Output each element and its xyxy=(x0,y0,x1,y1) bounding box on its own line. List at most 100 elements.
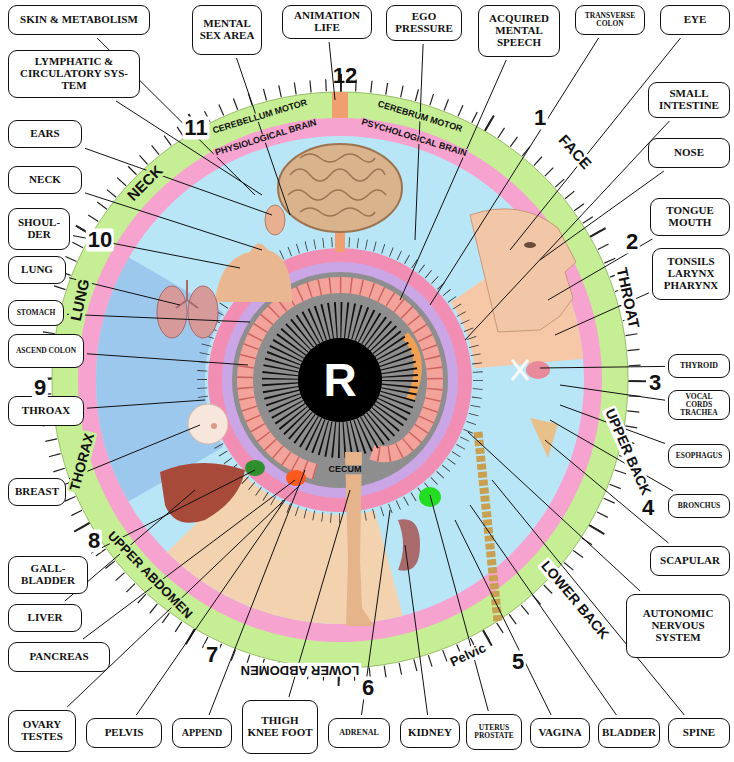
organ-name: UTERUS PROSTATE xyxy=(471,724,517,740)
nipple xyxy=(211,423,217,429)
organ-name: SPINE xyxy=(683,727,715,739)
kidney xyxy=(398,519,420,570)
organ-label-box: EYE xyxy=(660,5,730,35)
callout-number: 11 xyxy=(182,116,209,139)
callout-number: 5 xyxy=(510,650,526,673)
liver xyxy=(160,463,245,523)
callout-number: 6 xyxy=(360,676,376,699)
organ-label-box: SMALL INTESTINE xyxy=(648,82,730,118)
tick-ring xyxy=(45,85,635,675)
pancreas xyxy=(286,470,306,486)
leader-line xyxy=(400,60,506,300)
organ-label-box: THYROID xyxy=(668,354,730,378)
organ-name: EGO PRESSURE xyxy=(391,11,457,35)
spine xyxy=(478,432,498,622)
grey-zone xyxy=(232,272,448,488)
leader-line xyxy=(465,121,669,340)
organ-label-box: SHOUL-DER xyxy=(8,208,70,250)
abdomen-sector xyxy=(151,191,530,570)
organ-name: ADRENAL xyxy=(339,729,379,738)
organ-name: BREAST xyxy=(15,486,59,498)
organ-label-box: SKIN & METABOLISM xyxy=(8,5,150,35)
organ-label-box: KIDNEY xyxy=(400,718,460,748)
organ-name: ASCEND COLON xyxy=(16,347,76,355)
throat-sector xyxy=(151,191,530,570)
organ-label-box: LIVER xyxy=(8,604,82,632)
callout-number: 1 xyxy=(532,106,548,129)
zone-label: CECUM xyxy=(327,465,364,474)
organ-label-box: LUNG xyxy=(8,256,66,284)
green-ring xyxy=(52,92,628,668)
organ-name: SKIN & METABOLISM xyxy=(20,14,138,26)
leg xyxy=(345,452,374,626)
organ-label-box: LYMPHATIC & CIRCULATORY SYS-TEM xyxy=(8,50,140,98)
organ-label-box: ADRENAL xyxy=(328,718,390,748)
organ-label-box: TONSILS LARYNX PHARYNX xyxy=(652,248,730,300)
organ-name: KIDNEY xyxy=(408,727,452,739)
organ-name: SCAPULAR xyxy=(660,555,720,567)
adrenal-mark xyxy=(419,487,441,507)
organ-name: THIGH KNEE FOOT xyxy=(247,715,313,739)
organ-name: ANIMATION LIFE xyxy=(287,10,367,34)
organ-name: LUNG xyxy=(21,264,53,276)
organ-label-box: PANCREAS xyxy=(8,642,110,672)
thorax-sector xyxy=(151,191,530,570)
organ-label-box: BLADDER xyxy=(598,718,660,748)
organ-name: TRANSVERSE COLON xyxy=(580,12,640,28)
organ-name: AUTONOMIC NERVOUS SYSTEM xyxy=(631,608,725,644)
callout-number: 2 xyxy=(624,230,640,253)
organ-name: THROAX xyxy=(22,405,70,417)
pupil xyxy=(298,338,382,422)
iris-spikes xyxy=(280,320,400,440)
face-eye xyxy=(524,242,536,248)
organ-label-box: OVARY TESTES xyxy=(8,710,76,752)
organ-label-box: THROAX xyxy=(8,396,84,426)
hour-ticks xyxy=(45,85,635,675)
leader-line xyxy=(85,148,272,215)
face xyxy=(470,209,576,332)
ear xyxy=(265,205,285,235)
leader-line xyxy=(67,314,250,322)
callout-number: 9 xyxy=(32,376,48,399)
organ-name: SMALL INTESTINE xyxy=(653,88,725,112)
organ-name: ESOPHAGUS xyxy=(676,452,722,460)
leader-line xyxy=(87,354,248,365)
leader-line xyxy=(136,500,285,715)
trachea xyxy=(176,280,198,308)
organ-name: EYE xyxy=(684,14,707,26)
organ-label-box: STOMACH xyxy=(8,300,64,326)
pink-ring xyxy=(78,118,602,642)
organ-label-box: VOCAL CORDS TRACHEA xyxy=(668,390,730,420)
lung-left xyxy=(157,286,187,338)
organ-name: ACQUIRED MENTAL SPEECH xyxy=(483,13,555,49)
organ-label-box: APPEND xyxy=(172,718,232,748)
thyroid xyxy=(526,361,550,379)
organ-name: NECK xyxy=(29,174,61,186)
organ-label-box: ESOPHAGUS xyxy=(668,444,730,468)
iris-center: R xyxy=(298,338,382,422)
organ-label-box: EARS xyxy=(8,120,82,148)
organ-name: LYMPHATIC & CIRCULATORY SYS-TEM xyxy=(13,56,135,92)
organ-name: OVARY TESTES xyxy=(13,719,71,743)
organ-name: BLADDER xyxy=(602,727,656,739)
radial-marker xyxy=(335,232,345,252)
leader-line xyxy=(470,505,616,715)
leader-line xyxy=(540,171,664,260)
leader-line xyxy=(405,545,428,715)
callout-number: 3 xyxy=(647,371,663,394)
organ-label-box: PELVIS xyxy=(86,718,162,748)
organ-name: VOCAL CORDS TRACHEA xyxy=(673,393,725,417)
leader-line xyxy=(87,400,205,408)
organ-label-box: EGO PRESSURE xyxy=(386,5,462,41)
organ-name: PELVIS xyxy=(105,727,144,739)
organ-label-box: TRANSVERSE COLON xyxy=(575,5,645,35)
colon xyxy=(245,285,435,472)
callout-number: 8 xyxy=(86,529,102,552)
organ-name: STOMACH xyxy=(17,309,56,317)
organ-label-box: THIGH KNEE FOOT xyxy=(242,700,318,754)
callout-number: 7 xyxy=(204,643,220,666)
organ-label-box: GALL-BLADDER xyxy=(8,556,88,594)
lung-right xyxy=(188,286,218,338)
organ-label-box: ACQUIRED MENTAL SPEECH xyxy=(478,5,560,57)
